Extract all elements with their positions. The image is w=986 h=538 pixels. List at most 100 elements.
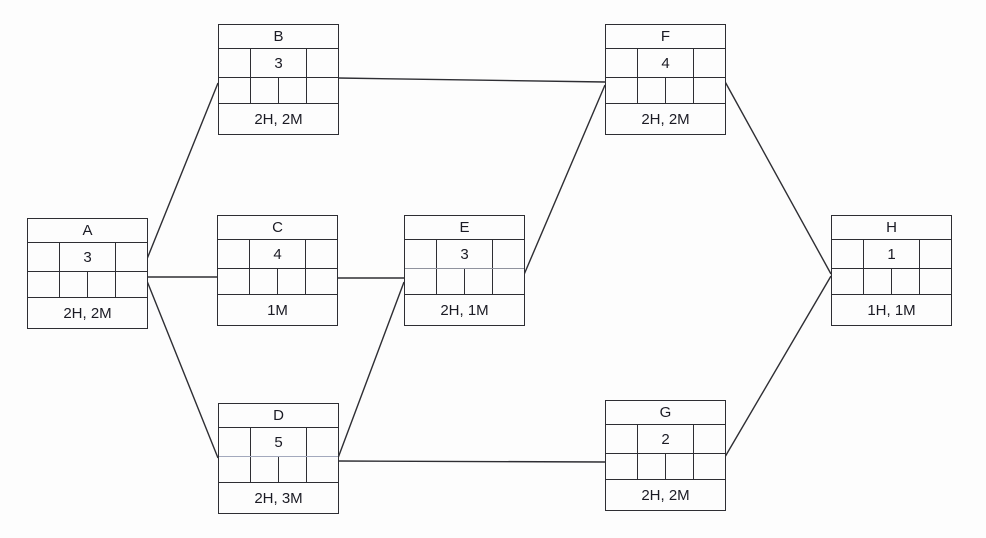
schedule-row (606, 77, 725, 103)
slot-cell (692, 425, 725, 453)
slot-cell (277, 269, 304, 294)
slot-cell (250, 457, 278, 482)
slot-cell (692, 78, 725, 103)
slot-cell (219, 49, 250, 77)
slot-cell (606, 78, 637, 103)
slot-cell (305, 49, 338, 77)
slot-cell (218, 269, 249, 294)
resources-label: 2H, 2M (606, 103, 725, 134)
slot-cell (606, 454, 637, 479)
duration-row: 4 (606, 48, 725, 77)
resources-label: 2H, 3M (219, 482, 338, 513)
duration-row: 3 (219, 48, 338, 77)
slot-cell (637, 78, 665, 103)
duration-value: 5 (250, 428, 306, 456)
slot-cell (114, 272, 147, 297)
activity-name: B (273, 28, 284, 45)
edge-F-H (722, 77, 832, 275)
duration-row: 3 (28, 242, 147, 271)
slot-cell (665, 78, 692, 103)
slot-cell (278, 457, 305, 482)
duration-row: 3 (405, 239, 524, 268)
activity-node-h: H 1 1H, 1M (831, 215, 952, 326)
edge-D-G (337, 460, 606, 463)
duration-value: 1 (863, 240, 919, 268)
duration-row: 5 (219, 427, 338, 456)
activity-name: G (659, 404, 672, 421)
duration-value: 3 (250, 49, 306, 77)
resources-label: 2H, 2M (606, 479, 725, 510)
duration-row: 1 (832, 239, 951, 268)
slot-cell (28, 272, 59, 297)
slot-cell (278, 78, 305, 103)
schedule-row (219, 456, 338, 482)
duration-value: 4 (249, 240, 305, 268)
schedule-row (606, 453, 725, 479)
duration-value: 4 (637, 49, 693, 77)
slot-cell (637, 454, 665, 479)
slot-cell (665, 454, 692, 479)
slot-cell (464, 269, 491, 294)
activity-node-b: B 3 2H, 2M (218, 24, 339, 135)
schedule-row (219, 77, 338, 103)
duration-value: 3 (436, 240, 492, 268)
slot-cell (87, 272, 114, 297)
slot-cell (305, 428, 338, 456)
activity-name: D (273, 407, 284, 424)
slot-cell (218, 240, 249, 268)
slot-cell (436, 269, 464, 294)
activity-name: A (82, 222, 93, 239)
slot-cell (405, 269, 436, 294)
slot-cell (405, 240, 436, 268)
slot-cell (219, 428, 250, 456)
duration-row: 4 (218, 239, 337, 268)
slot-cell (28, 243, 59, 271)
activity-name: F (660, 28, 671, 45)
schedule-row (28, 271, 147, 297)
slot-cell (832, 269, 863, 294)
slot-cell (304, 240, 337, 268)
edge-A-B (146, 82, 219, 260)
slot-cell (606, 49, 637, 77)
schedule-row (832, 268, 951, 294)
resources-label: 2H, 2M (219, 103, 338, 134)
duration-value: 2 (637, 425, 693, 453)
activity-node-e: E 3 2H, 1M (404, 215, 525, 326)
slot-cell (305, 457, 338, 482)
edge-B-F (337, 77, 606, 83)
slot-cell (304, 269, 337, 294)
resources-label: 2H, 2M (28, 297, 147, 328)
edge-A-D (146, 280, 219, 459)
slot-cell (832, 240, 863, 268)
resources-label: 1H, 1M (832, 294, 951, 325)
activity-node-d: D 5 2H, 3M (218, 403, 339, 514)
slot-cell (918, 240, 951, 268)
slot-cell (249, 269, 277, 294)
slot-cell (219, 78, 250, 103)
schedule-row (218, 268, 337, 294)
slot-cell (891, 269, 918, 294)
activity-name: C (272, 219, 283, 236)
duration-row: 2 (606, 424, 725, 453)
slot-cell (918, 269, 951, 294)
edge-D-E (337, 281, 405, 459)
slot-cell (692, 454, 725, 479)
activity-name: E (459, 219, 470, 236)
activity-node-g: G 2 2H, 2M (605, 400, 726, 511)
activity-node-f: F 4 2H, 2M (605, 24, 726, 135)
slot-cell (491, 269, 524, 294)
slot-cell (59, 272, 87, 297)
resources-label: 1M (218, 294, 337, 325)
slot-cell (250, 78, 278, 103)
activity-node-c: C 4 1M (217, 215, 338, 326)
slot-cell (491, 240, 524, 268)
slot-cell (606, 425, 637, 453)
slot-cell (219, 457, 250, 482)
edge-G-H (721, 275, 832, 463)
activity-node-a: A 3 2H, 2M (27, 218, 148, 329)
slot-cell (305, 78, 338, 103)
activity-name: H (886, 219, 897, 236)
duration-value: 3 (59, 243, 115, 271)
